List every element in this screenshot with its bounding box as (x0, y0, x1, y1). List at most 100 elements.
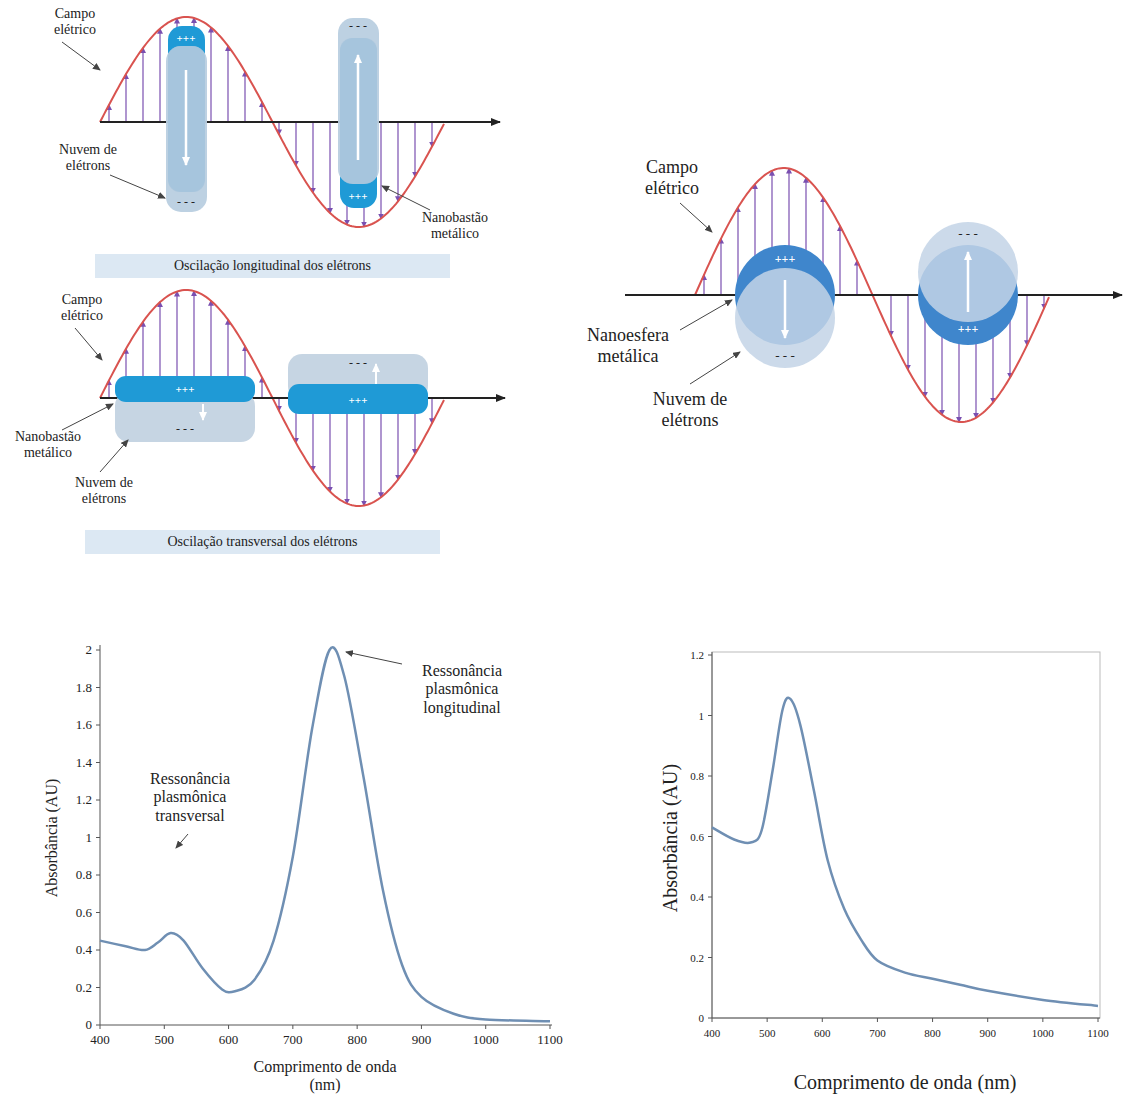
peak-annotation: Ressonância plasmônica longitudinal (407, 662, 517, 717)
tick (708, 897, 712, 898)
tick (96, 912, 100, 913)
nanorod-transversal-1 (115, 376, 255, 442)
charge-sign: - - - (177, 196, 195, 210)
y-tick-label: 0.6 (690, 830, 704, 843)
field-arrow (329, 122, 330, 213)
leader-line (110, 175, 165, 198)
x-tick-label: 400 (704, 1027, 721, 1040)
y-tick-label: 1.2 (76, 793, 92, 808)
tick (822, 1018, 823, 1022)
field-arrow (159, 29, 160, 122)
electron-cloud-label: Nuvem de elétrons (64, 475, 144, 507)
tick (485, 1025, 486, 1029)
field-arrow (125, 74, 126, 122)
field-arrow (227, 46, 228, 122)
nanorod-label: Nanobastão metálico (410, 210, 500, 242)
leader-line (346, 652, 402, 664)
y-tick-label: 0.8 (76, 868, 92, 883)
field-arrow (363, 398, 364, 506)
field-arrow (839, 226, 840, 295)
charge-sign: +++ (775, 253, 796, 267)
tick (932, 1018, 933, 1022)
charge-sign: - - - (349, 20, 367, 34)
field-arrow (414, 122, 415, 177)
x-tick-label: 700 (283, 1033, 303, 1048)
y-tick-label: 0.8 (690, 770, 704, 783)
tick (708, 776, 712, 777)
x-tick-label: 1100 (1087, 1027, 1109, 1040)
field-arrow (312, 122, 313, 193)
caption-band: Oscilação transversal dos elétrons (85, 530, 440, 554)
y-axis-title: Absorbância (AU) (43, 779, 61, 898)
absorbance-curve (712, 698, 1098, 1006)
leader-line (100, 440, 128, 472)
field-arrow (720, 239, 721, 295)
peak-annotation: Ressonância plasmônica transversal (135, 770, 245, 825)
y-tick-label: 1 (86, 830, 93, 845)
tick (550, 1025, 551, 1029)
field-label: Campo elétrico (627, 157, 717, 198)
x-tick-label: 800 (347, 1033, 367, 1048)
tick (96, 1025, 100, 1026)
electron-cloud-label: Nuvem de elétrons (48, 142, 128, 174)
field-arrow (295, 122, 296, 166)
caption-text: Oscilação longitudinal dos elétrons (174, 258, 371, 273)
leader-line (62, 404, 113, 430)
nanorod-longitudinal-1 (166, 26, 207, 212)
field-arrow (261, 378, 262, 399)
y-tick-label: 0.2 (690, 951, 704, 964)
x-tick-label: 900 (412, 1033, 432, 1048)
y-tick-label: 0.6 (76, 905, 92, 920)
y-tick-label: 0.4 (76, 943, 92, 958)
leader-line (176, 834, 188, 848)
tick (100, 1025, 101, 1029)
tick (767, 1018, 768, 1022)
x-tick-label: 1000 (1032, 1027, 1054, 1040)
x-tick-label: 500 (759, 1027, 776, 1040)
tick (877, 1018, 878, 1022)
x-tick-label: 600 (814, 1027, 831, 1040)
axis-ticks (96, 650, 1098, 1029)
leader-line (62, 42, 100, 70)
electric-field-waves (100, 17, 1049, 506)
y-tick-label: 0.2 (76, 980, 92, 995)
tick (708, 715, 712, 716)
nanosphere-label: Nanoesfera metálica (573, 325, 683, 366)
nanorod-label: Nanobastão metálico (3, 429, 93, 461)
tick (292, 1025, 293, 1029)
leader-line (382, 186, 430, 210)
charge-sign: +++ (177, 32, 196, 45)
field-arrow (890, 295, 891, 336)
y-tick-label: 0 (86, 1018, 93, 1033)
tick (712, 1018, 713, 1022)
absorbance-curve (100, 647, 550, 1021)
x-tick-label: 800 (924, 1027, 941, 1040)
nanosphere-1 (735, 245, 835, 368)
y-tick-label: 2 (86, 643, 93, 658)
x-tick-label: 1100 (537, 1033, 563, 1048)
field-arrow (244, 72, 245, 122)
x-tick-label: 900 (979, 1027, 996, 1040)
tick (96, 950, 100, 951)
tick (708, 836, 712, 837)
tick (96, 987, 100, 988)
field-arrow (142, 48, 143, 122)
tick (228, 1025, 229, 1029)
caption-text: Oscilação transversal dos elétrons (167, 534, 357, 549)
charge-sign: +++ (349, 394, 368, 407)
y-tick-label: 1.6 (76, 718, 92, 733)
tick (96, 837, 100, 838)
x-tick-label: 400 (90, 1033, 110, 1048)
tick (96, 687, 100, 688)
y-tick-label: 0 (699, 1012, 705, 1025)
charge-sign: +++ (176, 383, 195, 396)
leader-line (680, 300, 732, 330)
tick (96, 650, 100, 651)
field-arrow (397, 122, 398, 201)
tick (1042, 1018, 1043, 1022)
x-tick-label: 600 (219, 1033, 239, 1048)
tick (96, 875, 100, 876)
charge-sign: - - - (349, 357, 367, 371)
caption-band: Oscilação longitudinal dos elétrons (95, 254, 450, 278)
